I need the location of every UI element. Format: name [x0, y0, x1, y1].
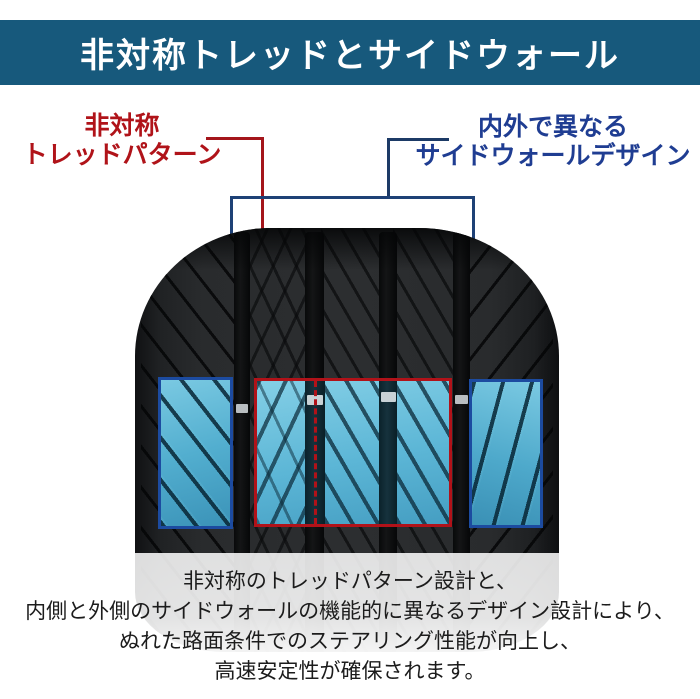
tread-sipes: [397, 381, 449, 524]
description-line-2: 内側と外側のサイドウォールの機能的に異なるデザイン設計により、: [25, 600, 675, 623]
tire-groove: [453, 232, 470, 652]
blue-connector-vertical: [387, 138, 390, 199]
description-line-1: 非対称のトレッドパターン設計と、: [182, 570, 518, 593]
tire-top-shading: [135, 228, 559, 270]
wear-indicator: [236, 404, 248, 413]
blue-bracket-top: [230, 196, 475, 199]
description-line-3: ぬれた路面条件でのステアリング性能が向上し、: [119, 630, 581, 653]
tread-pattern-callout: 非対称 トレッドパターン: [10, 112, 234, 170]
bottom-fade-overlay: [0, 553, 700, 699]
tire-groove: [234, 232, 250, 652]
sidewall-callout-line1: 内外で異なる: [477, 113, 628, 141]
tread-callout-line1: 非対称: [84, 112, 160, 140]
blue-connector-horizontal: [387, 138, 449, 141]
tread-highlight-center: [254, 378, 452, 527]
description-text: 非対称のトレッドパターン設計と、 内側と外側のサイドウォールの機能的に異なるデザ…: [0, 567, 700, 687]
page-title: 非対称トレッドとサイドウォール: [80, 37, 620, 75]
description-line-4: 高速安定性が確保されます。: [214, 660, 486, 683]
wear-indicator: [381, 392, 396, 402]
sidewall-tread-texture: [472, 382, 540, 525]
sidewall-highlight-right: [469, 379, 543, 528]
tread-sipes: [325, 381, 379, 524]
tire-groove: [379, 381, 397, 524]
tread-callout-line2: トレッドパターン: [22, 141, 222, 169]
wear-indicator: [455, 395, 468, 404]
sidewall-design-callout: 内外で異なる サイドウォールデザイン: [405, 113, 700, 171]
red-connector-horizontal: [206, 137, 264, 140]
title-banner: 非対称トレッドとサイドウォール: [0, 20, 700, 85]
center-dashed-line: [314, 381, 317, 524]
sidewall-tread-texture: [161, 380, 230, 526]
sidewall-highlight-left: [158, 377, 233, 529]
tread-sipes: [257, 381, 305, 524]
sidewall-callout-line2: サイドウォールデザイン: [415, 142, 691, 170]
